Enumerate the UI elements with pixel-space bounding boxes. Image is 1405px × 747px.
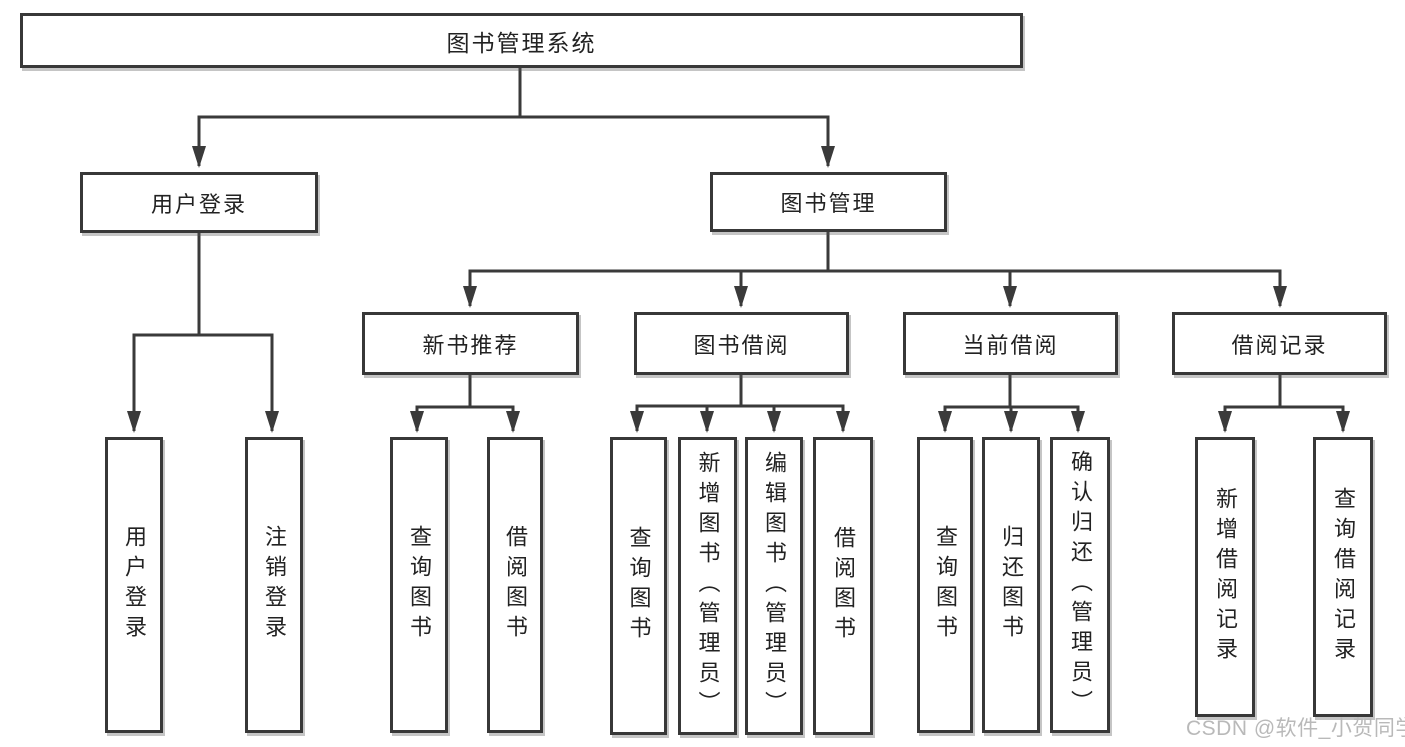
leaf-user-login: 用户登录 bbox=[105, 437, 163, 733]
leaf-cb-query-books: 查询图书 bbox=[917, 437, 973, 733]
leaf-bb-query-books: 查询图书 bbox=[610, 437, 667, 735]
leaf-nbr-borrow-books: 借阅图书 bbox=[487, 437, 543, 733]
node-borrowing-records: 借阅记录 bbox=[1172, 312, 1387, 375]
leaf-bb-edit-books-admin: 编辑图书（管理员） bbox=[745, 437, 803, 735]
leaf-br-query-record: 查询借阅记录 bbox=[1313, 437, 1373, 717]
leaf-br-add-record: 新增借阅记录 bbox=[1195, 437, 1255, 717]
leaf-nbr-query-books: 查询图书 bbox=[390, 437, 448, 733]
leaf-cb-confirm-return-admin: 确认归还（管理员） bbox=[1050, 437, 1110, 733]
node-book-mgmt-system: 图书管理系统 bbox=[20, 13, 1023, 68]
leaf-bb-borrow-books: 借阅图书 bbox=[813, 437, 873, 735]
node-new-book-recommend: 新书推荐 bbox=[362, 312, 579, 375]
node-user-login-group: 用户登录 bbox=[80, 172, 318, 233]
leaf-logout-login: 注销登录 bbox=[245, 437, 303, 733]
leaf-cb-return-books: 归还图书 bbox=[982, 437, 1040, 733]
node-current-borrowing: 当前借阅 bbox=[903, 312, 1118, 375]
leaf-bb-add-books-admin: 新增图书（管理员） bbox=[678, 437, 737, 735]
node-book-management: 图书管理 bbox=[710, 172, 947, 232]
node-book-borrowing: 图书借阅 bbox=[634, 312, 849, 375]
csdn-watermark: CSDN @软件_小贺同学 bbox=[1186, 717, 1405, 740]
